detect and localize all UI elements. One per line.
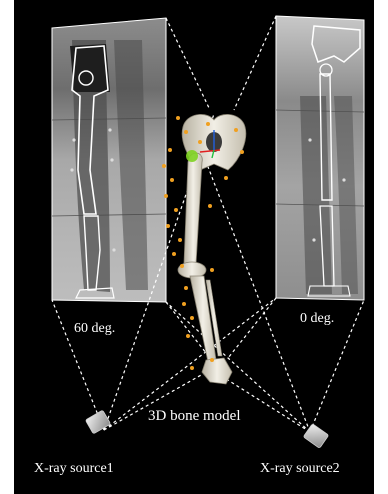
xray-image-60deg [52, 18, 166, 302]
femur [184, 153, 202, 270]
angle-label-60deg: 60 deg. [74, 321, 115, 336]
xray-image-0deg [276, 16, 364, 300]
hip-joint-highlight [186, 150, 198, 162]
source1-label: X-ray source1 [34, 461, 114, 476]
diagram-svg: 60 deg. 0 deg. 3D bone model X-ray sourc… [14, 0, 374, 494]
bone-model [178, 114, 246, 384]
angle-label-0deg: 0 deg. [300, 311, 334, 326]
xray-source-icon [85, 410, 110, 434]
bone-model-label: 3D bone model [148, 408, 240, 424]
foot [202, 358, 232, 384]
source2-label: X-ray source2 [260, 461, 340, 476]
xray-source-icon [303, 424, 329, 449]
figure-canvas: 60 deg. 0 deg. 3D bone model X-ray sourc… [14, 0, 374, 494]
